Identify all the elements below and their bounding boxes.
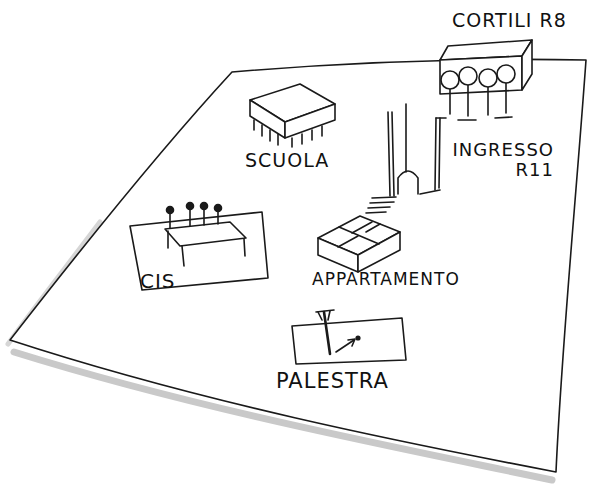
school-building [250,84,335,147]
gym-court [292,310,406,364]
place-label: INGRESSO R11 [450,140,554,180]
place-label: PALESTRA [276,370,389,393]
place-label: SCUOLA [245,150,329,171]
apartment-building [318,216,400,272]
place-label: CIS [140,270,176,292]
place-label: APPARTAMENTO [312,270,460,289]
map-plane [10,60,586,473]
entrance-gate [366,104,440,213]
place-label: CORTILI R8 [452,10,567,31]
courtyard-building [436,40,532,120]
